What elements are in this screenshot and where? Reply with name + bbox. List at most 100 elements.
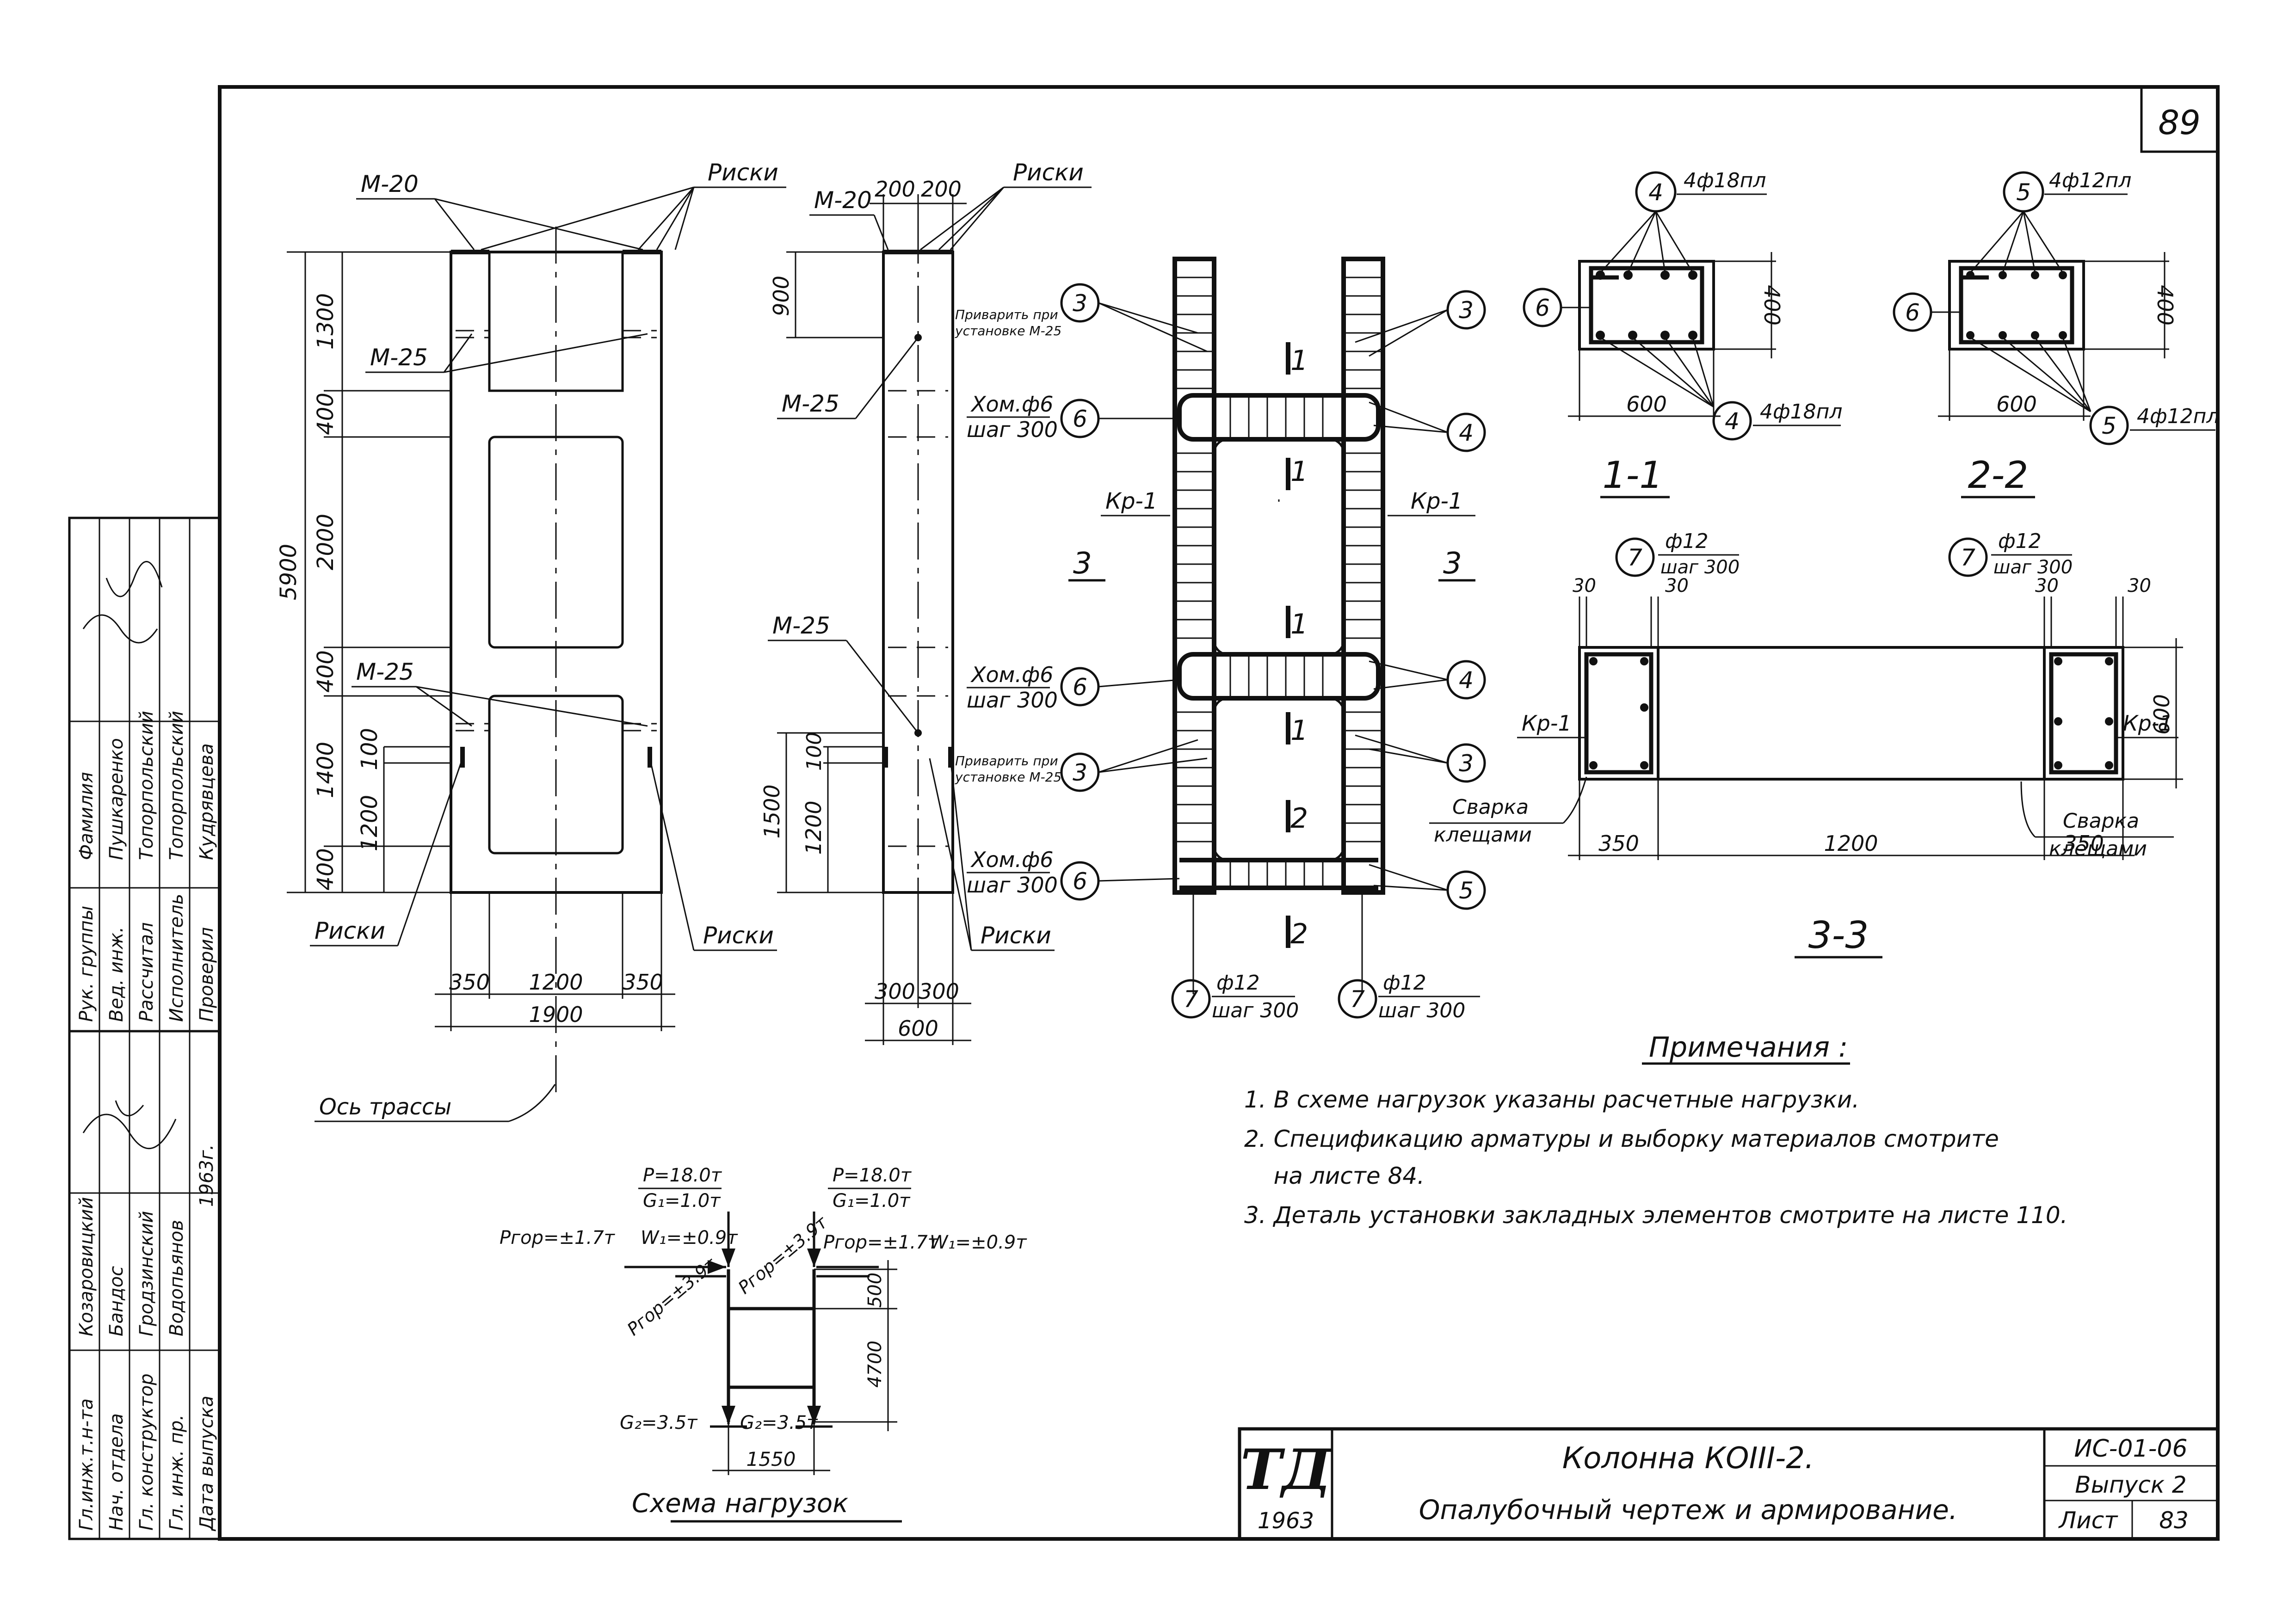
sec22-mark-bottom: 5 — [2089, 406, 2129, 445]
signature-stamp: Гл.инж.т.н-та Козаровицкий Нач. отдела Б… — [68, 517, 221, 1540]
load-g2-right: G₂=3.5т — [740, 1412, 818, 1433]
sec22-mark-top: 5 — [2003, 171, 2044, 213]
weld-note-bottom-2: установке М-25 — [955, 769, 1061, 785]
stamp-name-2: Бандос — [106, 1266, 127, 1336]
sec22-height: 400 — [2153, 285, 2178, 326]
formwork-side-view: 200 200 900 1500 100 1200 300 300 600 М-… — [759, 159, 1092, 1045]
label-m25-side-b: М-25 — [772, 612, 830, 639]
dim-1200: 1200 — [357, 795, 382, 851]
logo-year: 1963 — [1258, 1508, 1314, 1534]
sec11-height: 400 — [1759, 285, 1784, 326]
logo-td: ТД — [1240, 1437, 1332, 1502]
weld-note-top-2: установке М-25 — [955, 323, 1061, 338]
load-dim-1550: 1550 — [746, 1448, 796, 1470]
sec22-bar-bottom: 4ф12пл — [2137, 405, 2220, 428]
sec11-mark-top: 4 — [1635, 171, 1677, 213]
sec33-cover-4: 30 — [2128, 575, 2151, 597]
note-1: 1. В схеме нагрузок указаны расчетные на… — [1244, 1086, 1859, 1113]
sec33-step-right: шаг 300 — [1993, 557, 2073, 578]
load-pgor-left: Pгор=±1.7т — [500, 1227, 616, 1249]
dim-2000: 2000 — [313, 514, 339, 570]
label-m25-b: М-25 — [356, 658, 414, 685]
mark-circle-5: 5 — [1446, 870, 1486, 910]
sec22-bar-top: 4ф12пл — [2049, 169, 2132, 192]
svg-text:6: 6 — [1073, 406, 1087, 432]
notes-title: Примечания : — [1649, 1031, 1848, 1064]
svg-text:7: 7 — [1184, 986, 1198, 1013]
mark-circle-4b: 4 — [1446, 660, 1486, 700]
bar7-step-a: шаг 300 — [1212, 999, 1299, 1022]
sec11-mark-side: 6 — [1523, 288, 1562, 327]
svg-text:6: 6 — [1905, 299, 1920, 326]
sheet-label: Лист — [2058, 1507, 2119, 1534]
doc-issue: Выпуск 2 — [2075, 1471, 2186, 1498]
svg-text:3: 3 — [1073, 290, 1087, 317]
dim-400-c: 400 — [313, 848, 339, 891]
label-m20-side: М-20 — [814, 187, 872, 214]
label-riski-right: Риски — [703, 922, 774, 949]
svg-text:4: 4 — [1725, 408, 1740, 435]
stamp-name-4: Водопьянов — [166, 1220, 187, 1336]
signature-scribble — [82, 561, 163, 644]
sec33-mark-right: 7 — [1948, 537, 1988, 577]
signature-scribble — [82, 1100, 177, 1150]
dim-200-b: 200 — [921, 177, 962, 202]
stamp-role-3: Гл. конструктор — [136, 1373, 157, 1531]
sec33-title: 3-3 — [1808, 914, 1869, 957]
stamp2-name-2: Пушкаренко — [106, 738, 127, 860]
stirrup-label-2: Хом.ф6 — [970, 662, 1054, 687]
dim-5900: 5900 — [276, 544, 302, 600]
sec11-mark-bottom: 4 — [1712, 401, 1752, 441]
stamp-name-1: Козаровицкий — [76, 1197, 97, 1336]
load-w-right: W₁=±0.9т — [930, 1232, 1027, 1253]
stamp-role-2: Нач. отдела — [106, 1413, 127, 1531]
stamp2-name-5: Кудрявцева — [196, 743, 217, 860]
svg-text:7: 7 — [1628, 544, 1642, 571]
svg-text:4: 4 — [1648, 179, 1663, 206]
section-2-2: 5 4ф12пл 5 4ф12пл 6 600 400 2-2 — [1893, 169, 2220, 498]
load-dim-4700: 4700 — [864, 1341, 886, 1388]
sec11-bar-bottom: 4ф18пл — [1760, 400, 1843, 424]
stamp2-role-5: Проверил — [196, 927, 217, 1022]
svg-text:3: 3 — [1459, 297, 1474, 324]
dim-350-right: 350 — [623, 970, 663, 995]
label-m20: М-20 — [361, 171, 419, 197]
note-2: 2. Спецификацию арматуры и выборку матер… — [1244, 1126, 1999, 1152]
stamp2-name-3: Топорпольский — [136, 711, 157, 860]
sec22-width: 600 — [1996, 392, 2037, 417]
sec33-kr1-left: Кр-1 — [1522, 711, 1572, 736]
mark-circle-3c: 3 — [1446, 290, 1486, 330]
dim-1900: 1900 — [529, 1002, 583, 1027]
section-mark-2a: 2 — [1290, 802, 1308, 835]
load-dim-500: 500 — [864, 1273, 886, 1308]
load-p-left: P=18.0т — [643, 1165, 722, 1186]
sec33-weld2-right: клещами — [2049, 837, 2147, 861]
mark-circle-7b: 7 — [1338, 979, 1377, 1019]
mark-circle-6a: 6 — [1060, 399, 1100, 438]
stirrup-label-1: Хом.ф6 — [970, 392, 1054, 417]
bar7-dia-b: ф12 — [1383, 971, 1426, 995]
stamp2-role-3: Рассчитал — [136, 922, 157, 1022]
dim-350-left: 350 — [449, 970, 490, 995]
svg-text:5: 5 — [2102, 412, 2116, 439]
sec33-height: 600 — [2149, 694, 2174, 735]
sec11-title: 1-1 — [1603, 454, 1663, 497]
sec33-cover-2: 30 — [1665, 575, 1689, 597]
sec33-step-left: шаг 300 — [1660, 557, 1740, 578]
stamp-role-5: Дата выпуска — [196, 1396, 217, 1532]
svg-text:6: 6 — [1535, 295, 1550, 321]
dim-1200-bottom: 1200 — [529, 970, 583, 995]
stamp2-role-1: Рук. группы — [76, 906, 97, 1022]
reinforcement-view: 1 1 1 1 2 2 3 3 Кр-1 Кр-1 Хом.ф6 шаг 300… — [967, 257, 1486, 1022]
svg-text:6: 6 — [1073, 868, 1087, 895]
note-3: 3. Деталь установки закладных элементов … — [1244, 1202, 2068, 1229]
sec33-dim-350-right: 350 — [2063, 831, 2104, 856]
load-scheme-title: Схема нагрузок — [632, 1489, 848, 1519]
section-mark-1d: 1 — [1290, 714, 1308, 747]
svg-text:7: 7 — [1961, 544, 1975, 571]
sec33-weld2-left: клещами — [1434, 823, 1532, 847]
dim-100-side: 100 — [802, 732, 826, 771]
svg-text:7: 7 — [1350, 986, 1365, 1013]
doc-code: ИС-01-06 — [2074, 1435, 2187, 1463]
sec33-bar-right: ф12 — [1998, 529, 2042, 553]
